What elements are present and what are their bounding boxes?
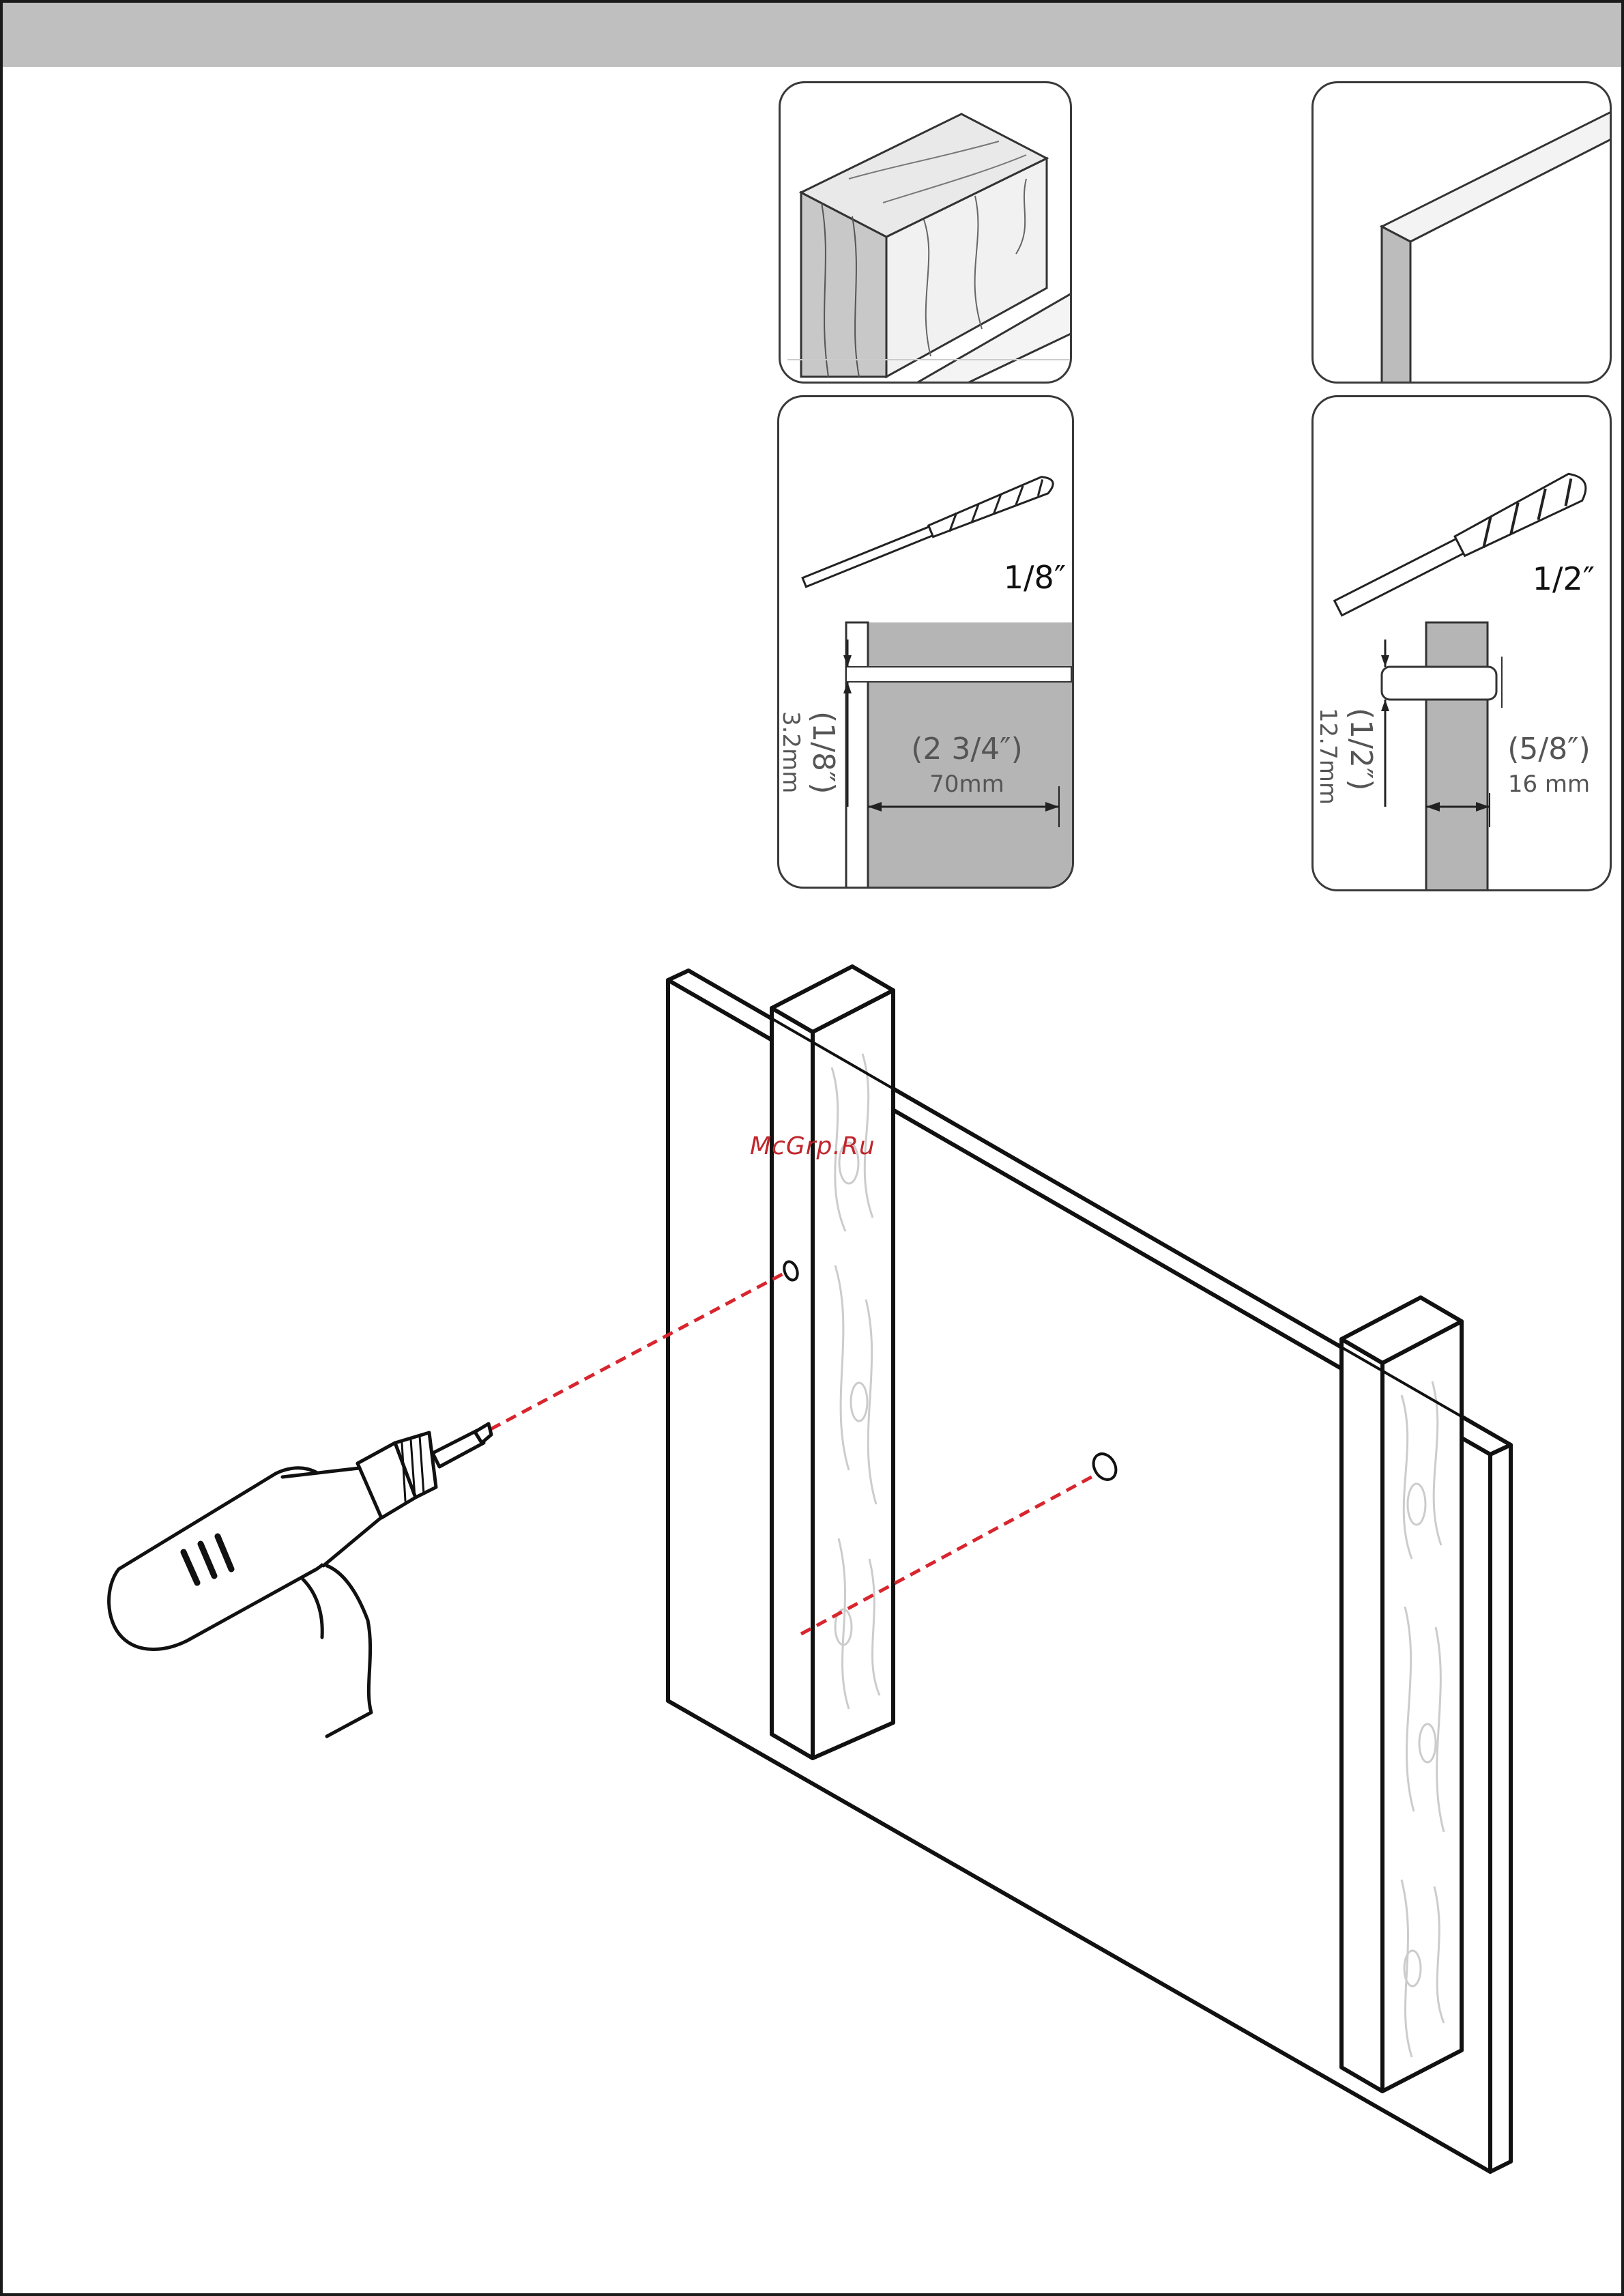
watermark: McGrp.Ru bbox=[750, 1132, 875, 1160]
power-drill-icon bbox=[109, 1424, 491, 1736]
wood-stud-right bbox=[1342, 1297, 1462, 2091]
wood-stud-left bbox=[772, 966, 893, 1758]
